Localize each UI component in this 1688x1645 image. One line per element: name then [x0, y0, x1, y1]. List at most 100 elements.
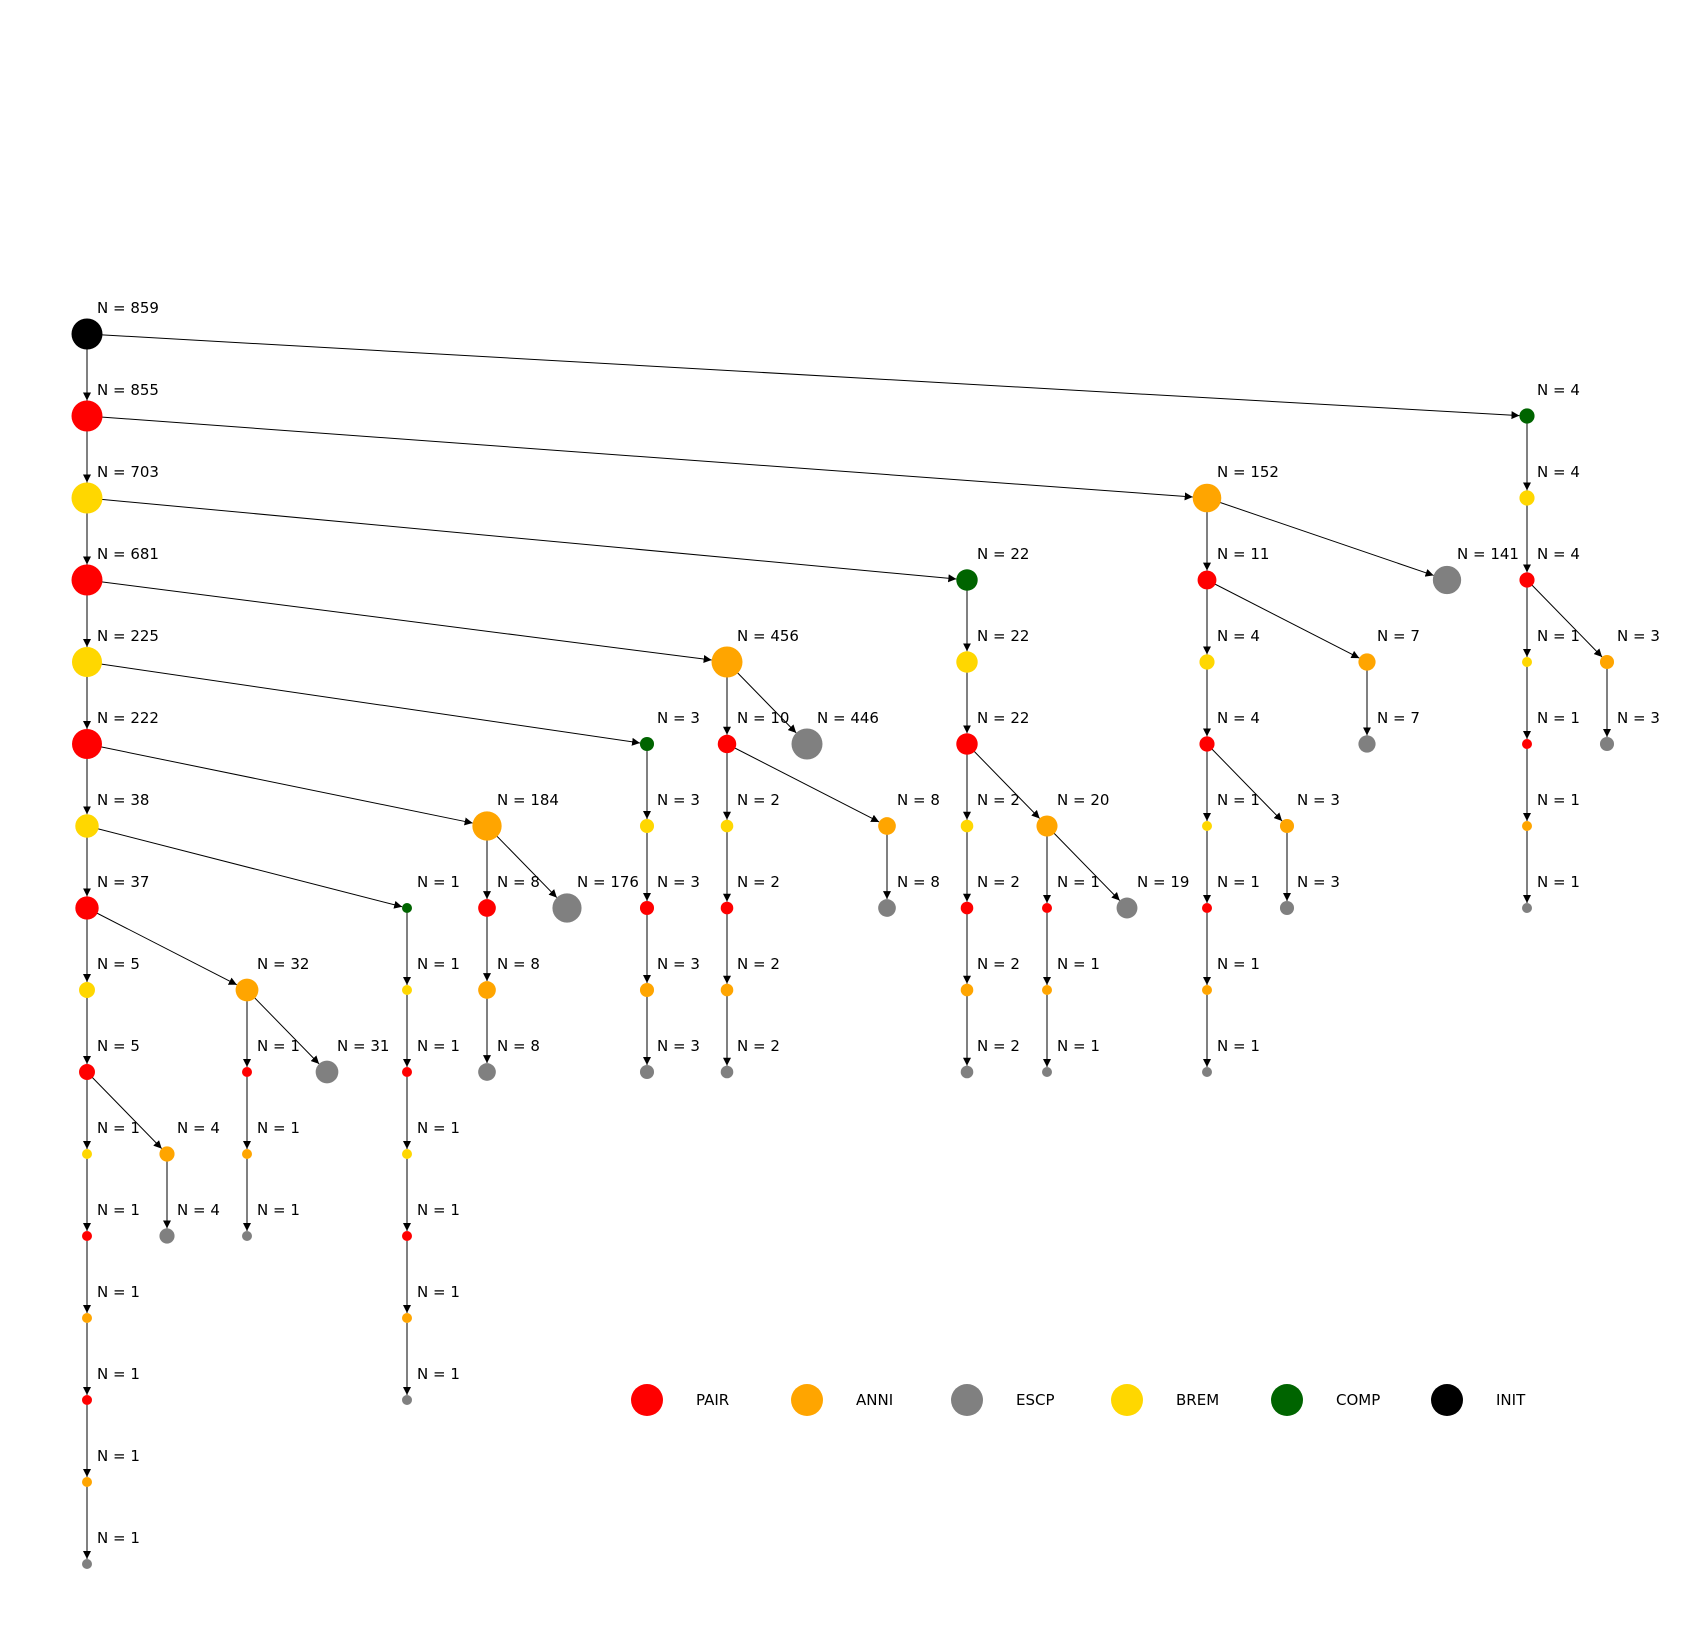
node-pair-f2	[639, 900, 655, 916]
node-label-a9: N = 5	[97, 1037, 140, 1055]
node-label-i2: N = 22	[977, 709, 1029, 727]
node-anni-j2	[1042, 985, 1052, 995]
node-escp-j3	[1042, 1067, 1052, 1077]
edge-j0-j4	[1046, 825, 1121, 901]
node-escp-d6	[402, 1395, 412, 1405]
node-escp-j4	[1116, 897, 1138, 919]
node-init-a0	[71, 318, 103, 350]
node-brem-d1	[402, 985, 412, 995]
edge-a0-n0	[86, 333, 1520, 420]
node-escp-h0	[791, 728, 823, 760]
legend-swatch-init	[1431, 1384, 1463, 1416]
edge-k1-l0	[1206, 579, 1360, 659]
node-label-k0: N = 152	[1217, 463, 1279, 481]
node-label-d5: N = 1	[417, 1283, 460, 1301]
node-pair-e1	[478, 899, 496, 917]
node-label-j2: N = 1	[1057, 955, 1100, 973]
node-anni-e2	[478, 981, 496, 999]
node-pair-n2	[1519, 572, 1535, 588]
legend-label-anni: ANNI	[856, 1391, 893, 1409]
node-label-g7: N = 8	[897, 873, 940, 891]
node-escp-g7	[878, 899, 896, 917]
node-pair-i2	[956, 733, 978, 755]
node-pair-a7	[75, 896, 99, 920]
node-label-a7: N = 37	[97, 873, 149, 891]
node-label-g6: N = 8	[897, 791, 940, 809]
node-brem-f1	[639, 818, 655, 834]
node-comp-n0	[1519, 408, 1535, 424]
node-brem-a8	[79, 982, 95, 998]
node-pair-a11	[82, 1231, 92, 1241]
node-label-e0: N = 184	[497, 791, 559, 809]
node-label-a8: N = 5	[97, 955, 140, 973]
node-label-g3: N = 2	[737, 873, 780, 891]
node-pair-k3	[1199, 736, 1215, 752]
node-escp-g5	[720, 1065, 734, 1079]
node-label-e4: N = 176	[577, 873, 639, 891]
node-label-n1: N = 4	[1537, 463, 1580, 481]
node-pair-a13	[82, 1395, 92, 1405]
node-label-k1: N = 11	[1217, 545, 1269, 563]
node-label-n5: N = 1	[1537, 791, 1580, 809]
node-escp-k7	[1202, 1067, 1212, 1077]
edge-a7-c0	[86, 907, 238, 986]
node-comp-i0	[956, 569, 978, 591]
node-brem-k2	[1199, 654, 1215, 670]
node-pair-n4	[1522, 739, 1532, 749]
node-escp-e4	[552, 893, 582, 923]
node-escp-e3	[478, 1063, 496, 1081]
node-escp-k9	[1279, 900, 1295, 916]
node-label-e2: N = 8	[497, 955, 540, 973]
node-label-a13: N = 1	[97, 1365, 140, 1383]
node-anni-k8	[1279, 818, 1295, 834]
node-pair-j1	[1042, 903, 1052, 913]
node-brem-k4	[1202, 821, 1212, 831]
node-label-b2: N = 4	[177, 1201, 220, 1219]
node-escp-b2	[159, 1228, 175, 1244]
edge-a4-f0	[86, 661, 641, 746]
node-label-d0: N = 1	[417, 873, 460, 891]
node-label-a1: N = 855	[97, 381, 159, 399]
node-anni-i5	[960, 983, 974, 997]
node-label-f0: N = 3	[657, 709, 700, 727]
node-pair-a3	[71, 564, 103, 596]
node-pair-c1	[242, 1067, 252, 1077]
node-label-a11: N = 1	[97, 1201, 140, 1219]
node-escp-n6	[1522, 903, 1532, 913]
node-label-f2: N = 3	[657, 873, 700, 891]
node-anni-g4	[720, 983, 734, 997]
node-anni-f3	[639, 982, 655, 998]
edge-a6-d0	[86, 825, 403, 909]
node-label-d6: N = 1	[417, 1365, 460, 1383]
node-label-g2: N = 2	[737, 791, 780, 809]
node-label-k2: N = 4	[1217, 627, 1260, 645]
node-brem-n3	[1522, 657, 1532, 667]
node-label-h0: N = 446	[817, 709, 879, 727]
node-label-l1: N = 7	[1377, 709, 1420, 727]
edge-a3-g0	[86, 579, 712, 663]
node-label-n6: N = 1	[1537, 873, 1580, 891]
node-label-f1: N = 3	[657, 791, 700, 809]
node-label-a0: N = 859	[97, 299, 159, 317]
edge-i2-j0	[966, 743, 1040, 819]
node-escp-l1	[1358, 735, 1376, 753]
edges	[83, 333, 1611, 1559]
node-label-g0: N = 456	[737, 627, 799, 645]
node-label-l0: N = 7	[1377, 627, 1420, 645]
edge-a1-k0	[86, 415, 1193, 501]
node-label-i1: N = 22	[977, 627, 1029, 645]
node-escp-a15	[82, 1559, 92, 1569]
node-label-a15: N = 1	[97, 1529, 140, 1547]
legend-label-escp: ESCP	[1016, 1391, 1055, 1409]
node-pair-d2	[402, 1067, 412, 1077]
node-label-f3: N = 3	[657, 955, 700, 973]
node-pair-a1	[71, 400, 103, 432]
edge-e0-e4	[486, 825, 558, 898]
node-label-k7: N = 1	[1217, 1037, 1260, 1055]
node-comp-d0	[402, 903, 412, 913]
node-anni-a12	[82, 1313, 92, 1323]
node-escp-f4	[639, 1064, 655, 1080]
node-label-a10: N = 1	[97, 1119, 140, 1137]
node-brem-a2	[71, 482, 103, 514]
